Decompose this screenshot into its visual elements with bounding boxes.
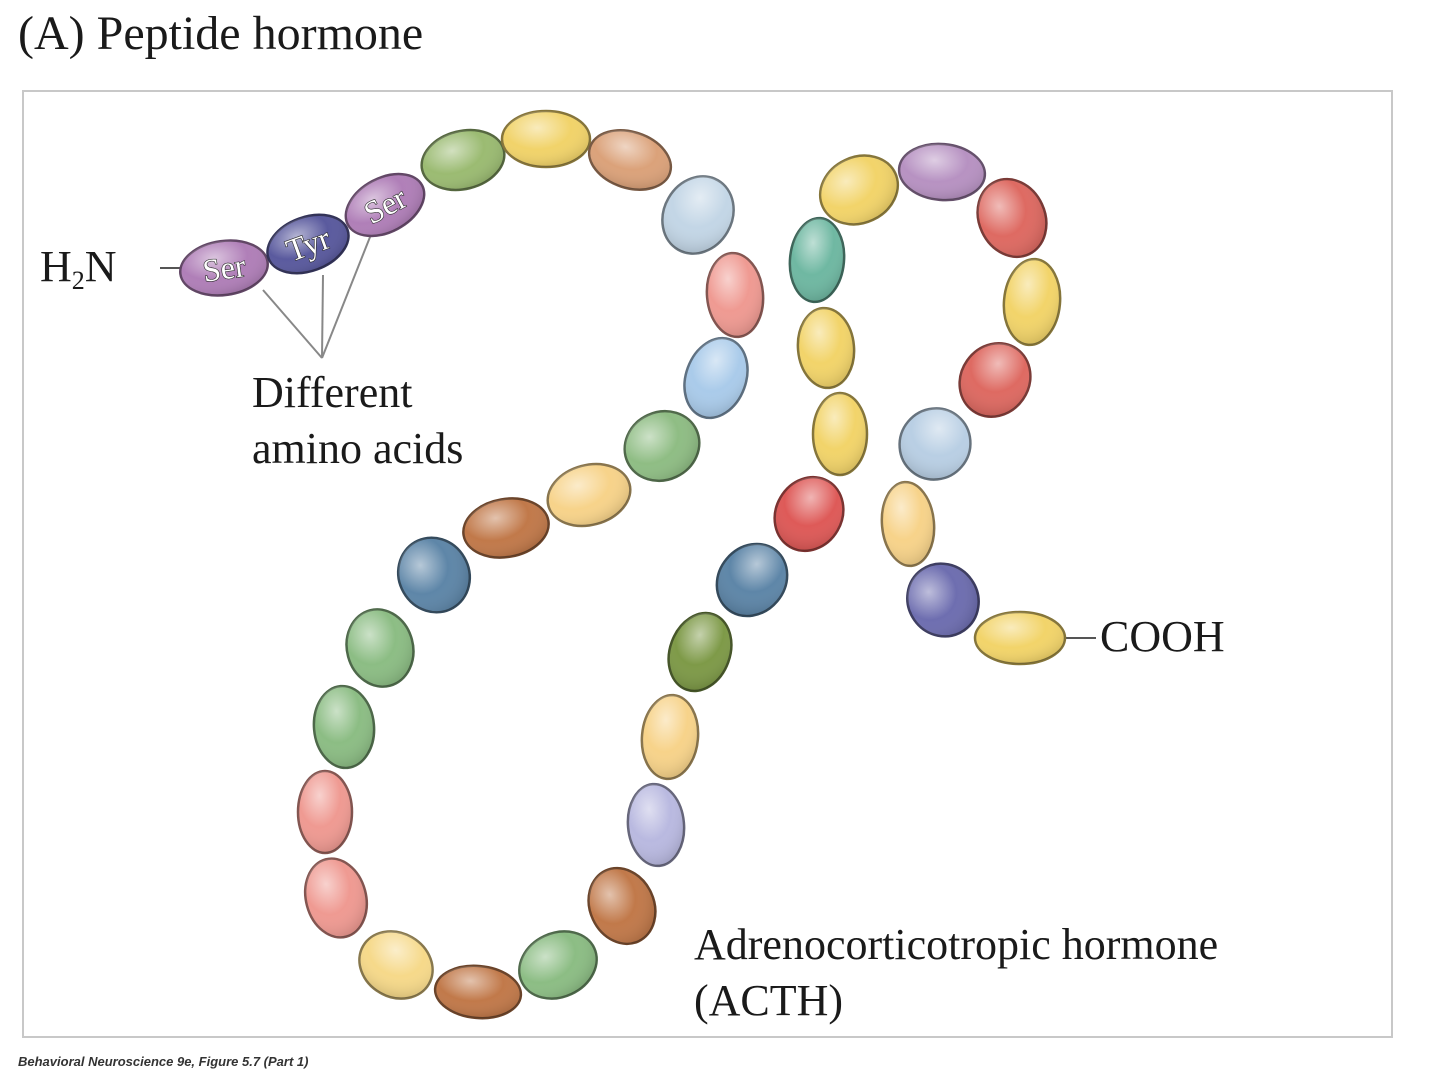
amino-acid-bead	[587, 866, 657, 946]
callout-pointer-line	[321, 274, 324, 359]
amino-acid-bead	[715, 542, 789, 618]
hormone-name-line1: Adrenocorticotropic hormone	[694, 920, 1219, 969]
c-terminus-label: COOH	[1100, 612, 1225, 661]
callout-label-line2: amino acids	[252, 424, 464, 473]
callout-label-line1: Different	[252, 368, 413, 417]
amino-acid-bead	[976, 177, 1048, 259]
amino-acid-bead	[1002, 257, 1062, 347]
amino-acid-bead	[661, 175, 735, 255]
amino-acid-bead	[705, 251, 765, 339]
amino-acid-bead	[344, 172, 426, 238]
amino-acid-bead	[958, 342, 1032, 418]
amino-acid-bead	[667, 611, 733, 693]
n-terminus-label: H2N	[40, 242, 117, 295]
amino-acid-bead	[623, 410, 701, 482]
residue-label: Ser	[200, 247, 248, 289]
amino-acid-bead	[818, 154, 900, 226]
amino-acid-bead	[462, 497, 550, 559]
amino-acid-bead	[880, 480, 936, 568]
amino-acid-bead	[179, 239, 269, 297]
amino-acid-bead	[266, 213, 350, 275]
amino-acid-bead	[773, 475, 845, 553]
callout-pointer-line	[262, 289, 323, 359]
amino-acid-bead	[796, 306, 856, 390]
amino-acid-bead	[788, 216, 846, 304]
amino-acid-bead	[626, 782, 686, 868]
callout-pointer-line	[321, 231, 373, 359]
amino-acid-bead	[396, 536, 472, 614]
amino-acid-bead	[906, 562, 980, 638]
amino-acid-chain	[179, 109, 1067, 1020]
amino-acid-bead	[897, 142, 987, 202]
amino-acid-bead	[587, 129, 673, 191]
amino-acid-bead	[898, 407, 972, 481]
amino-acid-bead	[420, 128, 506, 192]
amino-acid-bead	[640, 693, 700, 781]
amino-acid-bead	[518, 930, 598, 1000]
amino-acid-bead	[683, 336, 749, 420]
amino-acid-bead	[312, 684, 376, 770]
amino-acid-bead	[296, 769, 354, 855]
figure-credit: Behavioral Neuroscience 9e, Figure 5.7 (…	[18, 1054, 309, 1069]
amino-acid-bead	[303, 857, 369, 939]
amino-acid-bead	[546, 462, 632, 528]
amino-acid-bead	[358, 930, 434, 1000]
panel-title: (A) Peptide hormone	[18, 7, 424, 60]
hormone-name-line2: (ACTH)	[694, 976, 844, 1025]
amino-acid-bead	[973, 610, 1067, 666]
amino-acid-bead	[811, 391, 869, 477]
amino-acid-bead	[433, 964, 523, 1020]
amino-acid-bead	[500, 109, 592, 169]
amino-acid-bead	[345, 608, 415, 688]
